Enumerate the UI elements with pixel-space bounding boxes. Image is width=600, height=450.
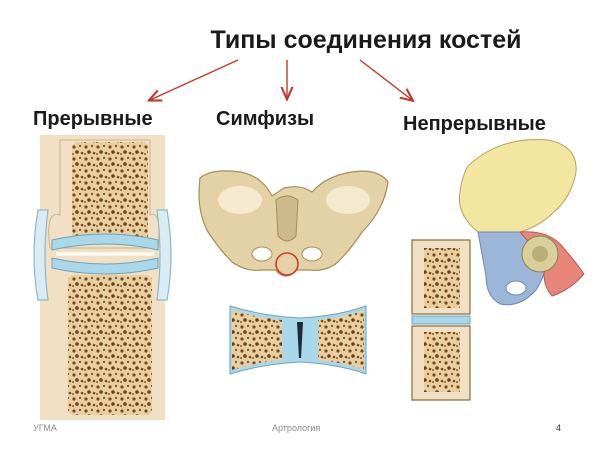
footer-topic: Артрология: [272, 423, 321, 433]
page-number: 4: [556, 423, 562, 433]
hip-bone-illustration: [458, 139, 585, 306]
slide-title: Типы соединения костей: [210, 26, 522, 54]
category-discontinuous-label: Прерывные: [33, 108, 153, 130]
arrow-left: [150, 59, 239, 100]
symphysis-highlight-circle: [275, 252, 299, 276]
footer-institution: УГМА: [33, 423, 57, 433]
arrow-right: [359, 59, 412, 100]
symphysis-section-illustration: [229, 305, 367, 375]
synovial-joint-illustration: [33, 135, 172, 420]
category-symphyses-label: Симфизы: [216, 108, 315, 130]
category-continuous-label: Непрерывные: [403, 113, 546, 135]
pelvis-illustration: [198, 170, 389, 277]
continuous-joint-illustration: [411, 239, 471, 401]
title-arrows: [150, 59, 412, 100]
